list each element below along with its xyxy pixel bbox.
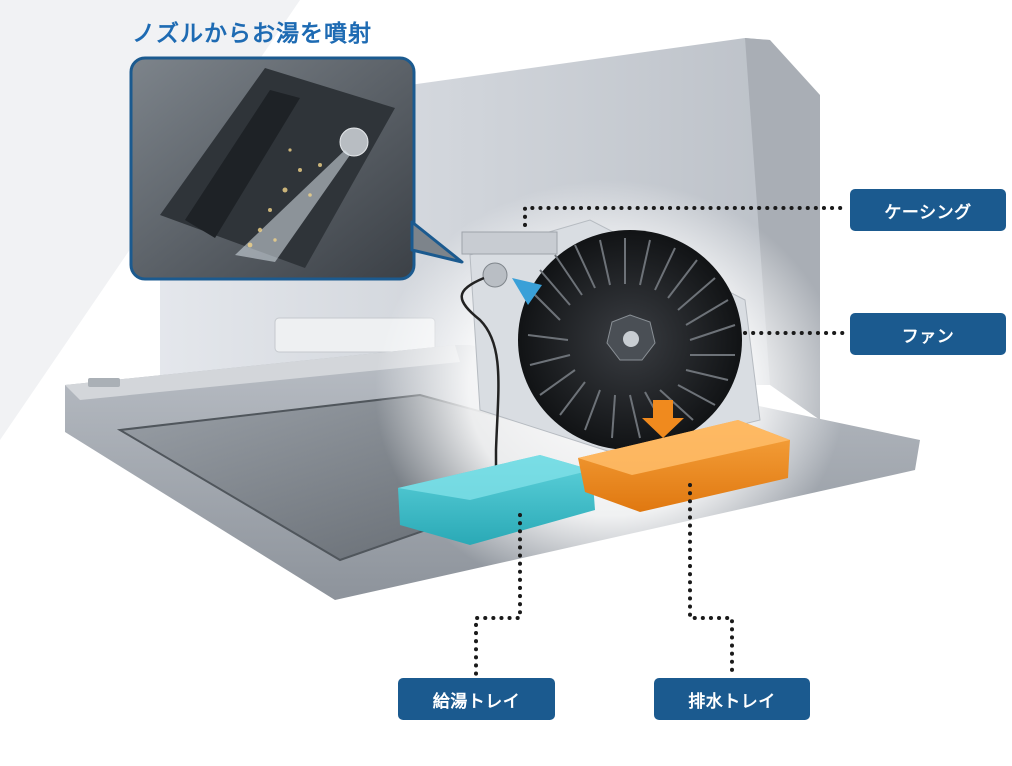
supply-tray-top xyxy=(398,455,592,500)
inset-pointer xyxy=(410,220,464,264)
brand-plate xyxy=(88,378,120,387)
inset-spray xyxy=(235,150,350,262)
nozzle xyxy=(482,262,508,288)
casing-bracket xyxy=(461,231,558,255)
nozzle-inset xyxy=(129,56,464,281)
label-supply-tray: 給湯トレイ xyxy=(398,678,555,720)
inset-nozzle xyxy=(339,127,369,157)
drain-tray-top xyxy=(578,420,790,475)
fan-blades xyxy=(527,238,736,439)
drain-arrow xyxy=(642,400,684,438)
inset-droplets xyxy=(247,148,322,248)
hood-front-edge xyxy=(65,345,460,400)
inset-wall xyxy=(185,90,300,238)
supply-hose xyxy=(460,276,500,470)
label-fan: ファン xyxy=(850,313,1006,355)
fan-hub-center xyxy=(623,331,639,347)
label-casing: ケーシング xyxy=(850,189,1006,231)
leader-lines xyxy=(474,206,850,677)
headline-title: ノズルからお湯を噴射 xyxy=(132,21,372,47)
spray-arrow xyxy=(512,278,542,305)
label-drain-tray: 排水トレイ xyxy=(654,678,810,720)
